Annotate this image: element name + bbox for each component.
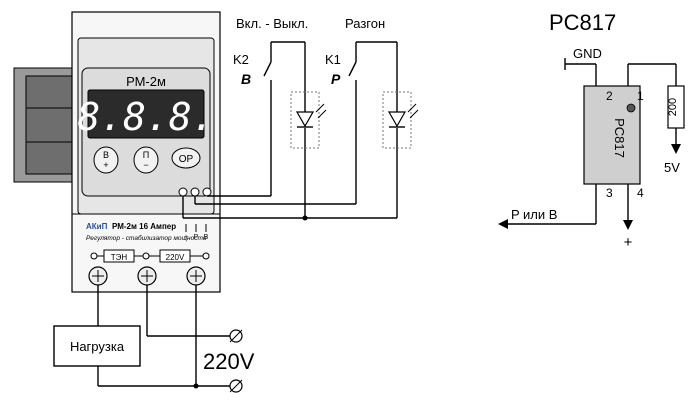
- pin4-label: 4: [637, 186, 644, 200]
- switch-k2-caption: Вкл. - Выкл.: [236, 16, 308, 31]
- vcc-label: 5V: [664, 160, 680, 175]
- switch-k2-letter: B: [241, 71, 251, 87]
- power-terminals: [88, 266, 206, 286]
- output-label: P или B: [511, 207, 557, 222]
- button-p-sign: −: [143, 160, 148, 170]
- plus-label: +: [624, 234, 633, 251]
- control-terminals: [178, 187, 212, 197]
- gnd-label: GND: [573, 46, 602, 61]
- button-b[interactable]: В +: [93, 146, 119, 174]
- mains-terminal-top-icon: [229, 329, 243, 343]
- button-b-sign: +: [103, 160, 108, 170]
- brand-logo: АКиП: [86, 222, 108, 231]
- pin1-label: 1: [637, 89, 644, 103]
- button-b-label: В: [103, 150, 109, 160]
- pc817-chip: [583, 85, 641, 185]
- pin1-marker-icon: [626, 103, 636, 113]
- mains-terminal-bottom-icon: [229, 379, 243, 393]
- display-digits: 8.8.8.: [77, 95, 214, 139]
- button-op-label: OP: [179, 154, 194, 165]
- pin-plus-label: +: [184, 234, 188, 241]
- switch-k1-label: K1: [325, 52, 341, 67]
- k1-led-diode-icon: [382, 91, 419, 149]
- opto-wiring: [500, 58, 677, 225]
- device-model-label: РМ-2м: [126, 74, 166, 89]
- pin3-label: 3: [606, 186, 613, 200]
- output-arrow-icon: [498, 219, 508, 229]
- pin2-label: 2: [606, 89, 613, 103]
- device-label-plate: АКиП РМ-2м 16 Ампер Регулятор - стабилиз…: [86, 222, 210, 263]
- load-box: [53, 325, 141, 367]
- button-p[interactable]: П −: [133, 146, 159, 174]
- screw-terminal-mains: [137, 266, 157, 286]
- mains-voltage-label: 220V: [203, 349, 255, 374]
- relay-k1-contact: [348, 41, 398, 218]
- opto-title: PC817: [549, 10, 616, 35]
- control-wiring: [182, 195, 397, 221]
- load-wiring: [97, 285, 232, 389]
- terminal-p: [190, 187, 200, 197]
- switch-k2-label: K2: [233, 52, 249, 67]
- chip-body-label: PC817: [612, 118, 627, 158]
- button-op[interactable]: OP: [171, 147, 201, 169]
- k2-led-diode-icon: [290, 91, 327, 149]
- device-subtitle: Регулятор - стабилизатор мощности: [86, 234, 207, 242]
- screw-terminal-load: [88, 266, 108, 286]
- button-p-label: П: [143, 150, 149, 160]
- seven-segment-display: [87, 89, 205, 139]
- ten-label: ТЭН: [111, 253, 128, 262]
- pin4-arrow-icon: [623, 220, 633, 230]
- terminal-b: [202, 187, 212, 197]
- front-panel: РМ-2м 8.8.8. В + П − OP: [77, 67, 215, 197]
- terminal-220v-label: 220V: [166, 253, 185, 262]
- resistor: [667, 85, 685, 129]
- vcc-arrow-icon: [671, 144, 681, 154]
- screw-terminal-common: [186, 266, 206, 286]
- relay-k2-contact: [263, 41, 306, 218]
- pin-p-label: P: [194, 234, 199, 241]
- resistor-value: 200: [667, 98, 679, 116]
- load-label: Нагрузка: [70, 339, 125, 354]
- switch-k1-caption: Разгон: [345, 16, 385, 31]
- device-spec: РМ-2м 16 Ампер: [112, 222, 176, 231]
- pin-b-label: B: [204, 234, 209, 241]
- terminal-plus: [178, 187, 188, 197]
- ten-box: [103, 249, 135, 263]
- switch-k1-letter: P: [331, 71, 341, 87]
